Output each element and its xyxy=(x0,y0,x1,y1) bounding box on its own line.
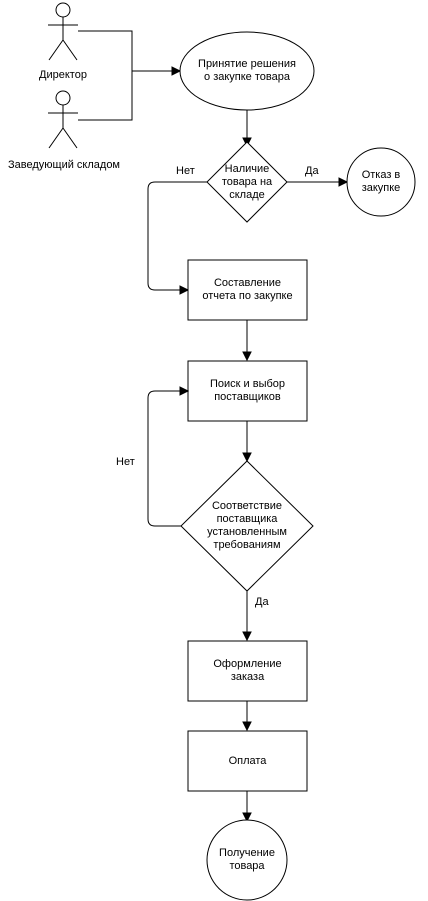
stock-no-label: Нет xyxy=(174,165,197,178)
arrowhead xyxy=(242,351,252,362)
stock-yes-label: Да xyxy=(303,165,321,178)
warehouse-manager-actor-icon xyxy=(48,90,78,149)
arrowhead xyxy=(171,66,182,76)
arrowhead xyxy=(179,386,190,396)
director-actor-icon xyxy=(48,2,78,61)
report-label: Составление отчета по закупке xyxy=(202,277,293,302)
report-shape xyxy=(187,259,308,321)
decision-purchase-label: Принятие решения о закупке товара xyxy=(198,58,296,83)
warehouse-manager-label: Заведующий складом xyxy=(8,158,120,171)
refusal-shape xyxy=(346,147,416,217)
receive-label: Получение товара xyxy=(219,847,275,872)
check-stock-shape xyxy=(206,141,288,223)
director-label: Директор xyxy=(39,68,87,81)
refusal-label: Отказ в закупке xyxy=(361,169,401,194)
supplier-yes-label: Да xyxy=(253,596,271,609)
supplier-no-label: Нет xyxy=(114,456,137,469)
edge-stock-to-report xyxy=(147,181,207,291)
arrowhead xyxy=(338,177,349,187)
receive-shape xyxy=(206,819,288,901)
edge-director-to-decision xyxy=(78,30,133,121)
edge-supplier-to-search xyxy=(147,390,182,527)
order-label: Оформление заказа xyxy=(213,658,282,683)
check-stock-label: Наличие товара на складе xyxy=(221,162,273,201)
order-shape xyxy=(187,640,308,702)
search-suppliers-shape xyxy=(187,360,308,422)
check-supplier-label: Соответствие поставщика установленным тр… xyxy=(207,500,287,551)
arrowhead xyxy=(242,631,252,642)
payment-shape xyxy=(187,730,308,792)
arrowhead xyxy=(242,452,252,463)
search-suppliers-label: Поиск и выбор поставщиков xyxy=(209,378,286,403)
arrowhead xyxy=(179,285,190,295)
arrowhead xyxy=(242,812,252,823)
payment-label: Оплата xyxy=(228,754,267,767)
arrowhead xyxy=(242,721,252,732)
